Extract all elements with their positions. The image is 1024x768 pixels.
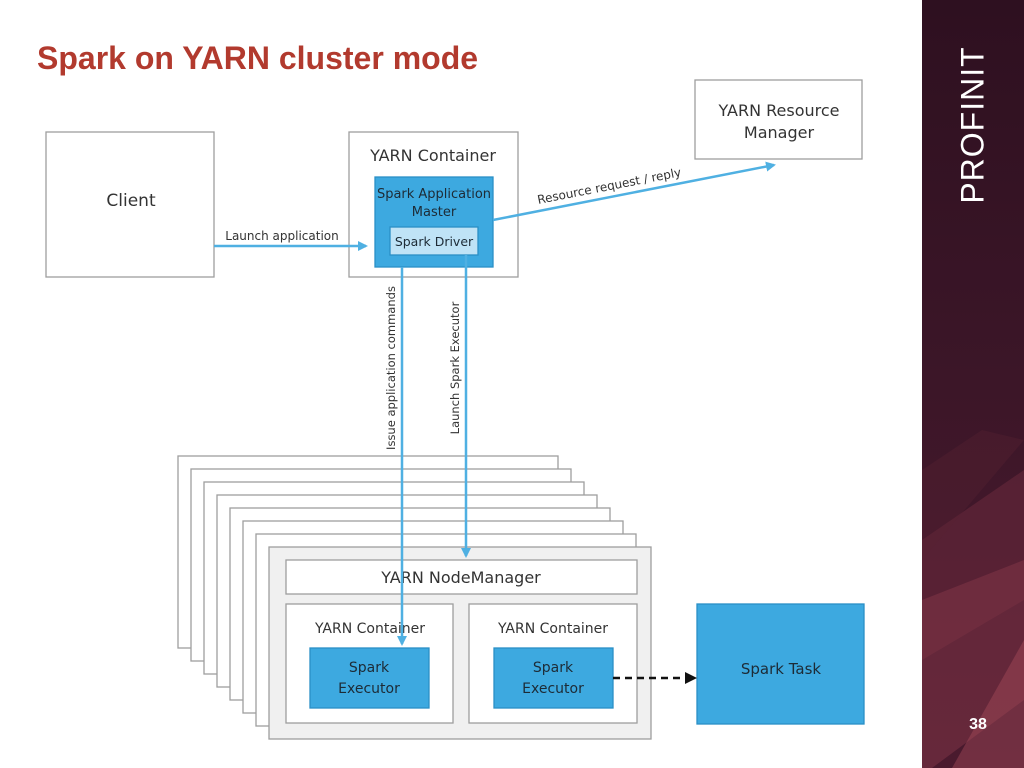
resource-request-arrow <box>492 161 776 222</box>
spark-driver-label: Spark Driver <box>395 234 474 249</box>
yarn-container-top-label: YARN Container <box>369 146 496 165</box>
spark-driver-box <box>389 226 479 256</box>
launch-application-label: Launch application <box>225 229 338 243</box>
resource-manager-box <box>694 79 863 160</box>
page-number: 38 <box>969 716 987 733</box>
spark-task-label: Spark Task <box>741 660 822 678</box>
yarn-container-right-label: YARN Container <box>497 621 608 637</box>
spark-executor-left-line1: Spark <box>349 660 390 676</box>
issue-commands-label: Issue application commands <box>384 286 398 450</box>
yarn-container-left-label: YARN Container <box>314 621 425 637</box>
spark-executor-left-line2: Executor <box>338 681 400 697</box>
spark-executor-right-box <box>493 647 614 709</box>
sidebar-background <box>922 0 1024 768</box>
spark-executor-left-box <box>309 647 430 709</box>
brand-sidebar <box>922 0 1024 768</box>
node-manager-box <box>285 559 638 595</box>
app-master-label-line2: Master <box>412 205 457 220</box>
launch-executor-label: Launch Spark Executor <box>448 301 462 434</box>
profinit-logo: PROFINIT <box>954 46 991 204</box>
slide-title: Spark on YARN cluster mode <box>37 40 479 76</box>
node-manager-label: YARN NodeManager <box>380 568 541 587</box>
client-box <box>45 131 215 278</box>
spark-executor-right-line2: Executor <box>522 681 584 697</box>
architecture-diagram: Client YARN Resource Manager YARN Contai… <box>45 79 865 740</box>
resource-manager-label-line1: YARN Resource <box>717 101 839 120</box>
spark-task-box <box>696 603 865 725</box>
resource-manager-label-line2: Manager <box>744 123 815 142</box>
client-label: Client <box>106 191 156 211</box>
app-master-label-line1: Spark Application <box>377 187 491 202</box>
spark-executor-right-line1: Spark <box>533 660 574 676</box>
